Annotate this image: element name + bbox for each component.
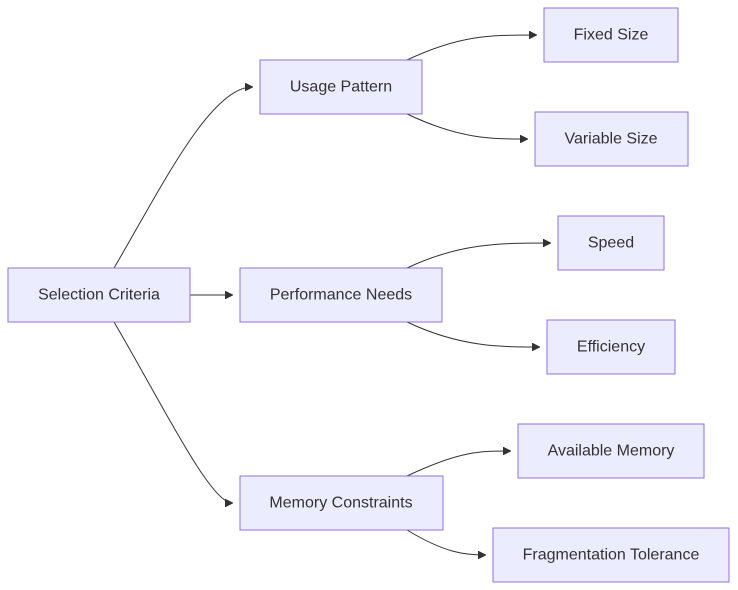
- node-selection-criteria-label: Selection Criteria: [38, 287, 160, 304]
- node-fragmentation-tolerance[interactable]: Fragmentation Tolerance: [492, 527, 730, 583]
- edge-memory-constraints-to-available-memory: [406, 451, 510, 477]
- node-usage-pattern[interactable]: Usage Pattern: [259, 59, 423, 115]
- node-fixed-size[interactable]: Fixed Size: [543, 7, 679, 63]
- edge-memory-constraints-to-fragmentation-tolerance: [406, 529, 485, 555]
- node-usage-pattern-label: Usage Pattern: [290, 79, 392, 96]
- node-memory-constraints-label: Memory Constraints: [269, 495, 412, 512]
- node-variable-size-label: Variable Size: [564, 131, 657, 148]
- node-performance-needs[interactable]: Performance Needs: [239, 267, 443, 323]
- node-fragmentation-tolerance-label: Fragmentation Tolerance: [523, 547, 700, 564]
- edge-performance-needs-to-speed: [406, 243, 550, 269]
- node-speed[interactable]: Speed: [557, 215, 665, 271]
- edge-usage-pattern-to-variable-size: [406, 113, 527, 139]
- edge-selection-criteria-to-memory-constraints: [113, 321, 232, 503]
- node-available-memory-label: Available Memory: [548, 443, 675, 460]
- edge-performance-needs-to-efficiency: [406, 321, 539, 347]
- node-efficiency-label: Efficiency: [577, 339, 645, 356]
- node-performance-needs-label: Performance Needs: [270, 287, 412, 304]
- node-fixed-size-label: Fixed Size: [574, 27, 649, 44]
- node-available-memory[interactable]: Available Memory: [517, 423, 705, 479]
- node-efficiency[interactable]: Efficiency: [546, 319, 676, 375]
- node-memory-constraints[interactable]: Memory Constraints: [239, 475, 444, 531]
- edges-group: [113, 35, 550, 555]
- edge-usage-pattern-to-fixed-size: [406, 35, 536, 61]
- node-speed-label: Speed: [588, 235, 634, 252]
- edge-selection-criteria-to-usage-pattern: [113, 87, 252, 269]
- node-variable-size[interactable]: Variable Size: [534, 111, 689, 167]
- node-selection-criteria[interactable]: Selection Criteria: [7, 267, 191, 323]
